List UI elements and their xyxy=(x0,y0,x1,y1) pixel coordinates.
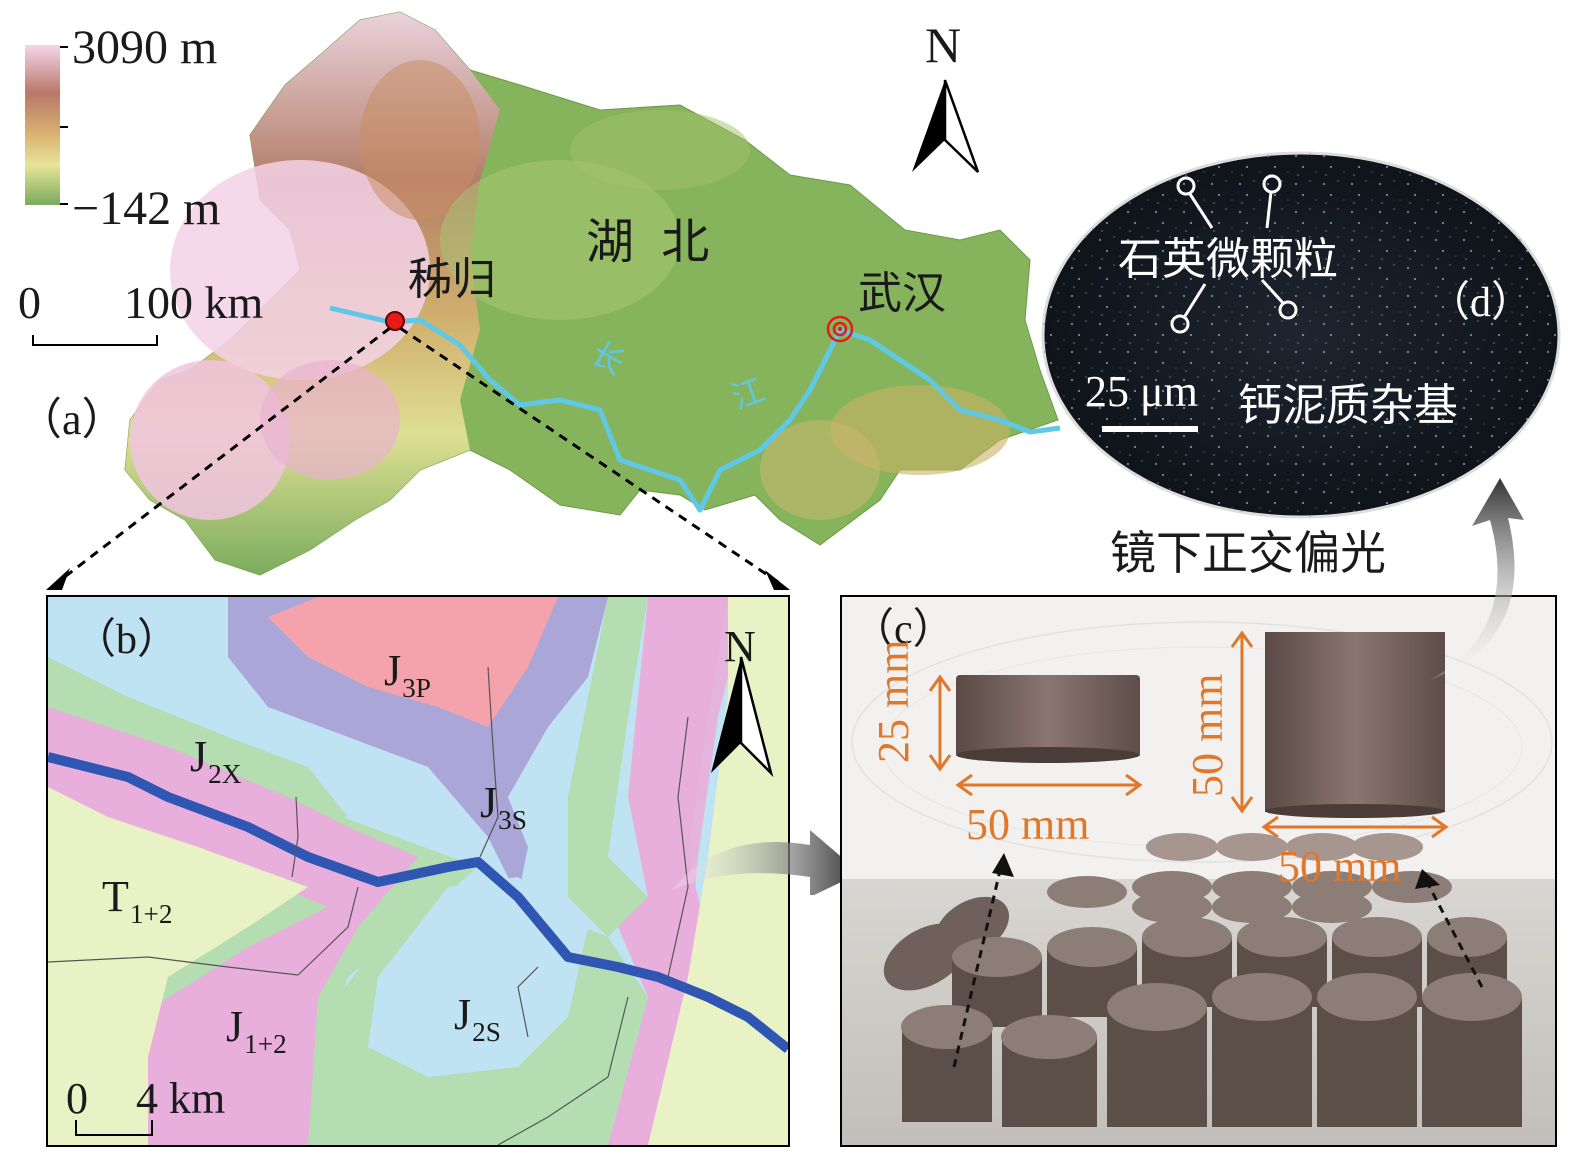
arrow-b-to-c-icon xyxy=(672,830,860,895)
scale-bar-b xyxy=(75,1120,153,1136)
unit-label-j2s: J2S xyxy=(454,990,501,1048)
unit-t12 xyxy=(48,787,308,1145)
river-b xyxy=(48,752,788,1053)
unit-green-east xyxy=(568,597,648,937)
connector-line-right xyxy=(399,326,779,584)
scale-bar-d xyxy=(1102,426,1198,432)
large-height-label: 50 mm xyxy=(1183,673,1232,797)
wuhan-label: 武汉 xyxy=(858,268,946,319)
north-arrow-a-icon xyxy=(912,79,980,173)
small-width-label: 50 mm xyxy=(966,800,1090,849)
province-label: 湖 北 xyxy=(586,214,716,270)
panel-d-label: （d） xyxy=(1428,280,1534,326)
scale-value-b: 4 km xyxy=(136,1074,226,1123)
unit-label-j3p: J3P xyxy=(384,646,431,704)
connector-line-left xyxy=(57,326,391,584)
unit-label-j12: J1+2 xyxy=(226,1002,287,1060)
large-width-label: 50 mm xyxy=(1278,842,1402,891)
panel-c-label: （c） xyxy=(852,607,955,653)
legend-max-label: 3090 m xyxy=(72,21,218,74)
zigui-marker xyxy=(385,311,405,331)
unit-label-j2x: J2X xyxy=(190,732,242,790)
unit-label-j3s: J3S xyxy=(480,778,527,836)
north-label-a: N xyxy=(925,17,962,73)
scale-value-d: 25 μm xyxy=(1085,367,1198,416)
scale-zero-a: 0 xyxy=(18,277,41,328)
large-specimen xyxy=(1265,632,1445,812)
panel-c-photo: （c） 25 mm 50 mm 50 mm 50 mm xyxy=(840,595,1557,1147)
elevation-legend-bar xyxy=(25,45,60,205)
panel-b-label: （b） xyxy=(74,617,180,663)
unit-label-t12: T1+2 xyxy=(102,872,173,930)
unit-j3p xyxy=(268,597,558,727)
scale-zero-b: 0 xyxy=(66,1074,88,1123)
north-arrow-b-icon xyxy=(711,656,774,778)
yangtze-river xyxy=(329,305,1061,513)
polarized-caption: 镜下正交偏光 xyxy=(1110,526,1386,580)
zigui-label: 秭归 xyxy=(408,254,496,305)
north-label-b: N xyxy=(724,622,756,671)
unit-green-mid xyxy=(48,657,348,827)
arrow-c-to-d-icon xyxy=(1430,478,1524,680)
scale-value-a: 100 km xyxy=(124,277,264,328)
matrix-label: 钙泥质杂基 xyxy=(1238,380,1458,431)
panel-b-map: （b） N J3P J2X J3S T1+2 J1+2 J2S 0 4 km xyxy=(46,595,790,1147)
unit-j2s xyxy=(368,877,588,1077)
legend-min-label: −142 m xyxy=(72,182,221,235)
small-height-label: 25 mm xyxy=(869,639,918,763)
panel-a-label: （a） xyxy=(18,395,126,444)
panel-d-micrograph xyxy=(1041,151,1561,519)
small-specimen xyxy=(956,675,1140,757)
scale-bar-a xyxy=(32,335,158,346)
wuhan-marker xyxy=(826,315,854,343)
particles-label: 石英微颗粒 xyxy=(1118,234,1338,285)
panel-a-map xyxy=(25,11,1061,590)
